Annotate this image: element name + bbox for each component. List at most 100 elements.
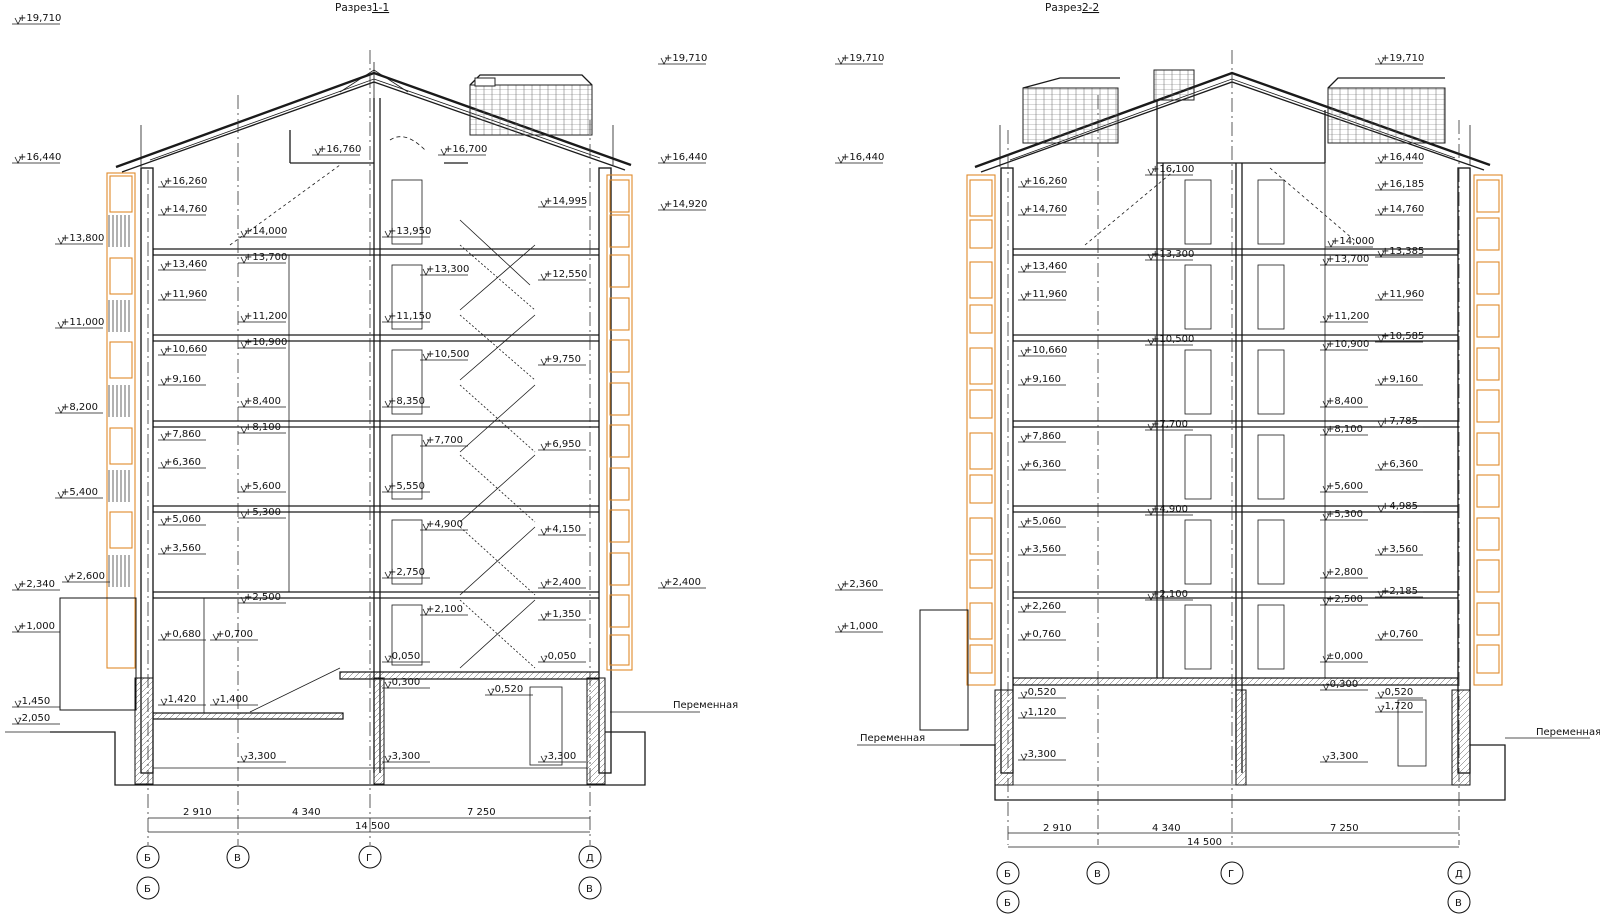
s2-int-level-mark: -0,300 [1326, 679, 1358, 690]
s2-int-level-tick [1018, 691, 1066, 699]
s2-right-level-tick [1375, 208, 1423, 216]
s2-right-level-mark: +6,360 [1381, 459, 1418, 470]
section-1-1: Разрез 1-1 [5, 2, 738, 900]
s2-int-level-tick [1018, 520, 1066, 528]
section-1-title: Разрез [335, 2, 372, 14]
s1-int-level-mark: +14,760 [164, 204, 207, 215]
s2-int-level-tick [1320, 400, 1368, 408]
s2-int-level-tick [1320, 683, 1368, 691]
doors-2 [1184, 179, 1427, 767]
s2-left-level-mark: +16,440 [841, 152, 884, 163]
s1-int-level-mark: +12,550 [544, 269, 587, 280]
axis-markers: Б В Г Д Б В [136, 845, 602, 900]
section-1-number: 1-1 [372, 2, 389, 14]
axis-marker-d-2: Д [1455, 869, 1463, 880]
s2-int-level-tick [1320, 598, 1368, 606]
s1-int-level-mark: -0,520 [491, 684, 523, 695]
s2-int-level-tick [1018, 293, 1066, 301]
s1-int-level-mark: +13,950 [388, 226, 431, 237]
s1-int-level-mark: +3,560 [164, 543, 201, 554]
s1-int-level-tick [538, 528, 586, 536]
chimneys [1022, 69, 1446, 144]
s1-int-level-mark: -3,300 [244, 751, 276, 762]
s1-int-level-mark: +1,350 [544, 609, 581, 620]
s1-int-level-mark: +16,700 [444, 144, 487, 155]
s2-right-level-tick [1375, 590, 1423, 598]
s1-int-level-tick [382, 655, 430, 663]
s1-left-level-mark: -1,450 [18, 696, 50, 707]
s2-int-level-mark: +2,260 [1024, 601, 1061, 612]
s1-int-level-tick [158, 433, 206, 441]
s1-int-level-tick [382, 571, 430, 579]
right-facade-panels [606, 174, 633, 671]
s2-right-level-tick [1375, 420, 1423, 428]
s1-left-level-mark: +19,710 [18, 13, 61, 24]
s1-int-level-tick [382, 681, 430, 689]
s1-int-level-tick [238, 596, 286, 604]
s1-int-level-mark: +14,000 [244, 226, 287, 237]
s2-right-level-tick [1375, 378, 1423, 386]
s2-int-level-tick [1018, 180, 1066, 188]
s1-int-level-mark: +4,150 [544, 524, 581, 535]
s2-left-level-mark: +1,000 [841, 621, 878, 632]
level-marks-section-1: +19,710+16,440+13,800+11,000+8,200+5,400… [12, 13, 707, 763]
s1-left-level-mark: +16,440 [18, 152, 61, 163]
dimension-lines-2: 2 910 4 340 7 250 14 500 [1008, 823, 1459, 848]
s1-int-level-tick [158, 633, 206, 641]
s2-left-level-tick [835, 57, 883, 65]
s1-int-level-mark: +5,300 [244, 507, 281, 518]
s2-int-level-tick [1145, 593, 1193, 601]
floor-slabs [152, 248, 612, 720]
s1-int-level-mark: +13,460 [164, 259, 207, 270]
s1-int-level-tick [538, 755, 586, 763]
axis-marker-b2: Б [144, 884, 151, 895]
s2-int-level-tick [1018, 711, 1066, 719]
s2-int-level-tick [1320, 571, 1368, 579]
axis-marker-d: Д [586, 853, 594, 864]
s1-int-level-mark: +7,700 [426, 435, 463, 446]
s1-int-level-tick [238, 426, 286, 434]
s1-int-level-mark: +14,995 [544, 196, 587, 207]
s1-int-level-tick [210, 633, 258, 641]
s1-left-level-mark: +1,000 [18, 621, 55, 632]
s1-int-level-tick [420, 523, 468, 531]
s2-int-level-mark: +2,500 [1326, 594, 1363, 605]
s1-int-level-tick [538, 200, 586, 208]
s2-int-level-mark: +3,560 [1024, 544, 1061, 555]
s1-right-level-tick [658, 57, 706, 65]
s1-int-level-tick [158, 378, 206, 386]
s2-int-level-mark: +10,900 [1326, 339, 1369, 350]
s1-left-level-tick [62, 575, 110, 583]
s1-int-level-mark: +6,950 [544, 439, 581, 450]
ground-label-2-right: Переменная [1536, 727, 1600, 738]
s2-int-level-mark: +2,800 [1326, 567, 1363, 578]
s2-right-level-tick [1375, 335, 1423, 343]
s2-right-level-mark: +14,760 [1381, 204, 1424, 215]
s1-int-level-tick [158, 698, 206, 706]
s2-right-level-tick [1375, 57, 1423, 65]
s1-left-level-tick [12, 700, 60, 708]
left-facade-balconies [106, 172, 136, 669]
axis-marker-b2-2: Б [1004, 898, 1011, 909]
s2-int-level-tick [1320, 755, 1368, 763]
axis-marker-g-2: Г [1228, 869, 1234, 880]
s2-int-level-mark: +5,060 [1024, 516, 1061, 527]
section-2-title: Разрез [1045, 2, 1082, 14]
s2-int-level-mark: -0,520 [1024, 687, 1056, 698]
s1-int-level-mark: +0,680 [164, 629, 201, 640]
s2-int-level-tick [1375, 705, 1423, 713]
s2-int-level-mark: -3,300 [1326, 751, 1358, 762]
s1-left-level-tick [12, 17, 60, 25]
s2-int-level-tick [1145, 508, 1193, 516]
s1-int-level-tick [158, 461, 206, 469]
s1-int-level-tick [238, 400, 286, 408]
s2-right-level-tick [1375, 463, 1423, 471]
s1-int-level-mark: +5,600 [244, 481, 281, 492]
s1-right-level-mark: +2,400 [664, 577, 701, 588]
s2-int-level-tick [1018, 633, 1066, 641]
s1-left-level-tick [55, 321, 103, 329]
dim-7250-2: 7 250 [1330, 823, 1359, 834]
s2-right-level-tick [1375, 505, 1423, 513]
dimension-lines: 2 910 4 340 7 250 14 500 [148, 807, 590, 833]
